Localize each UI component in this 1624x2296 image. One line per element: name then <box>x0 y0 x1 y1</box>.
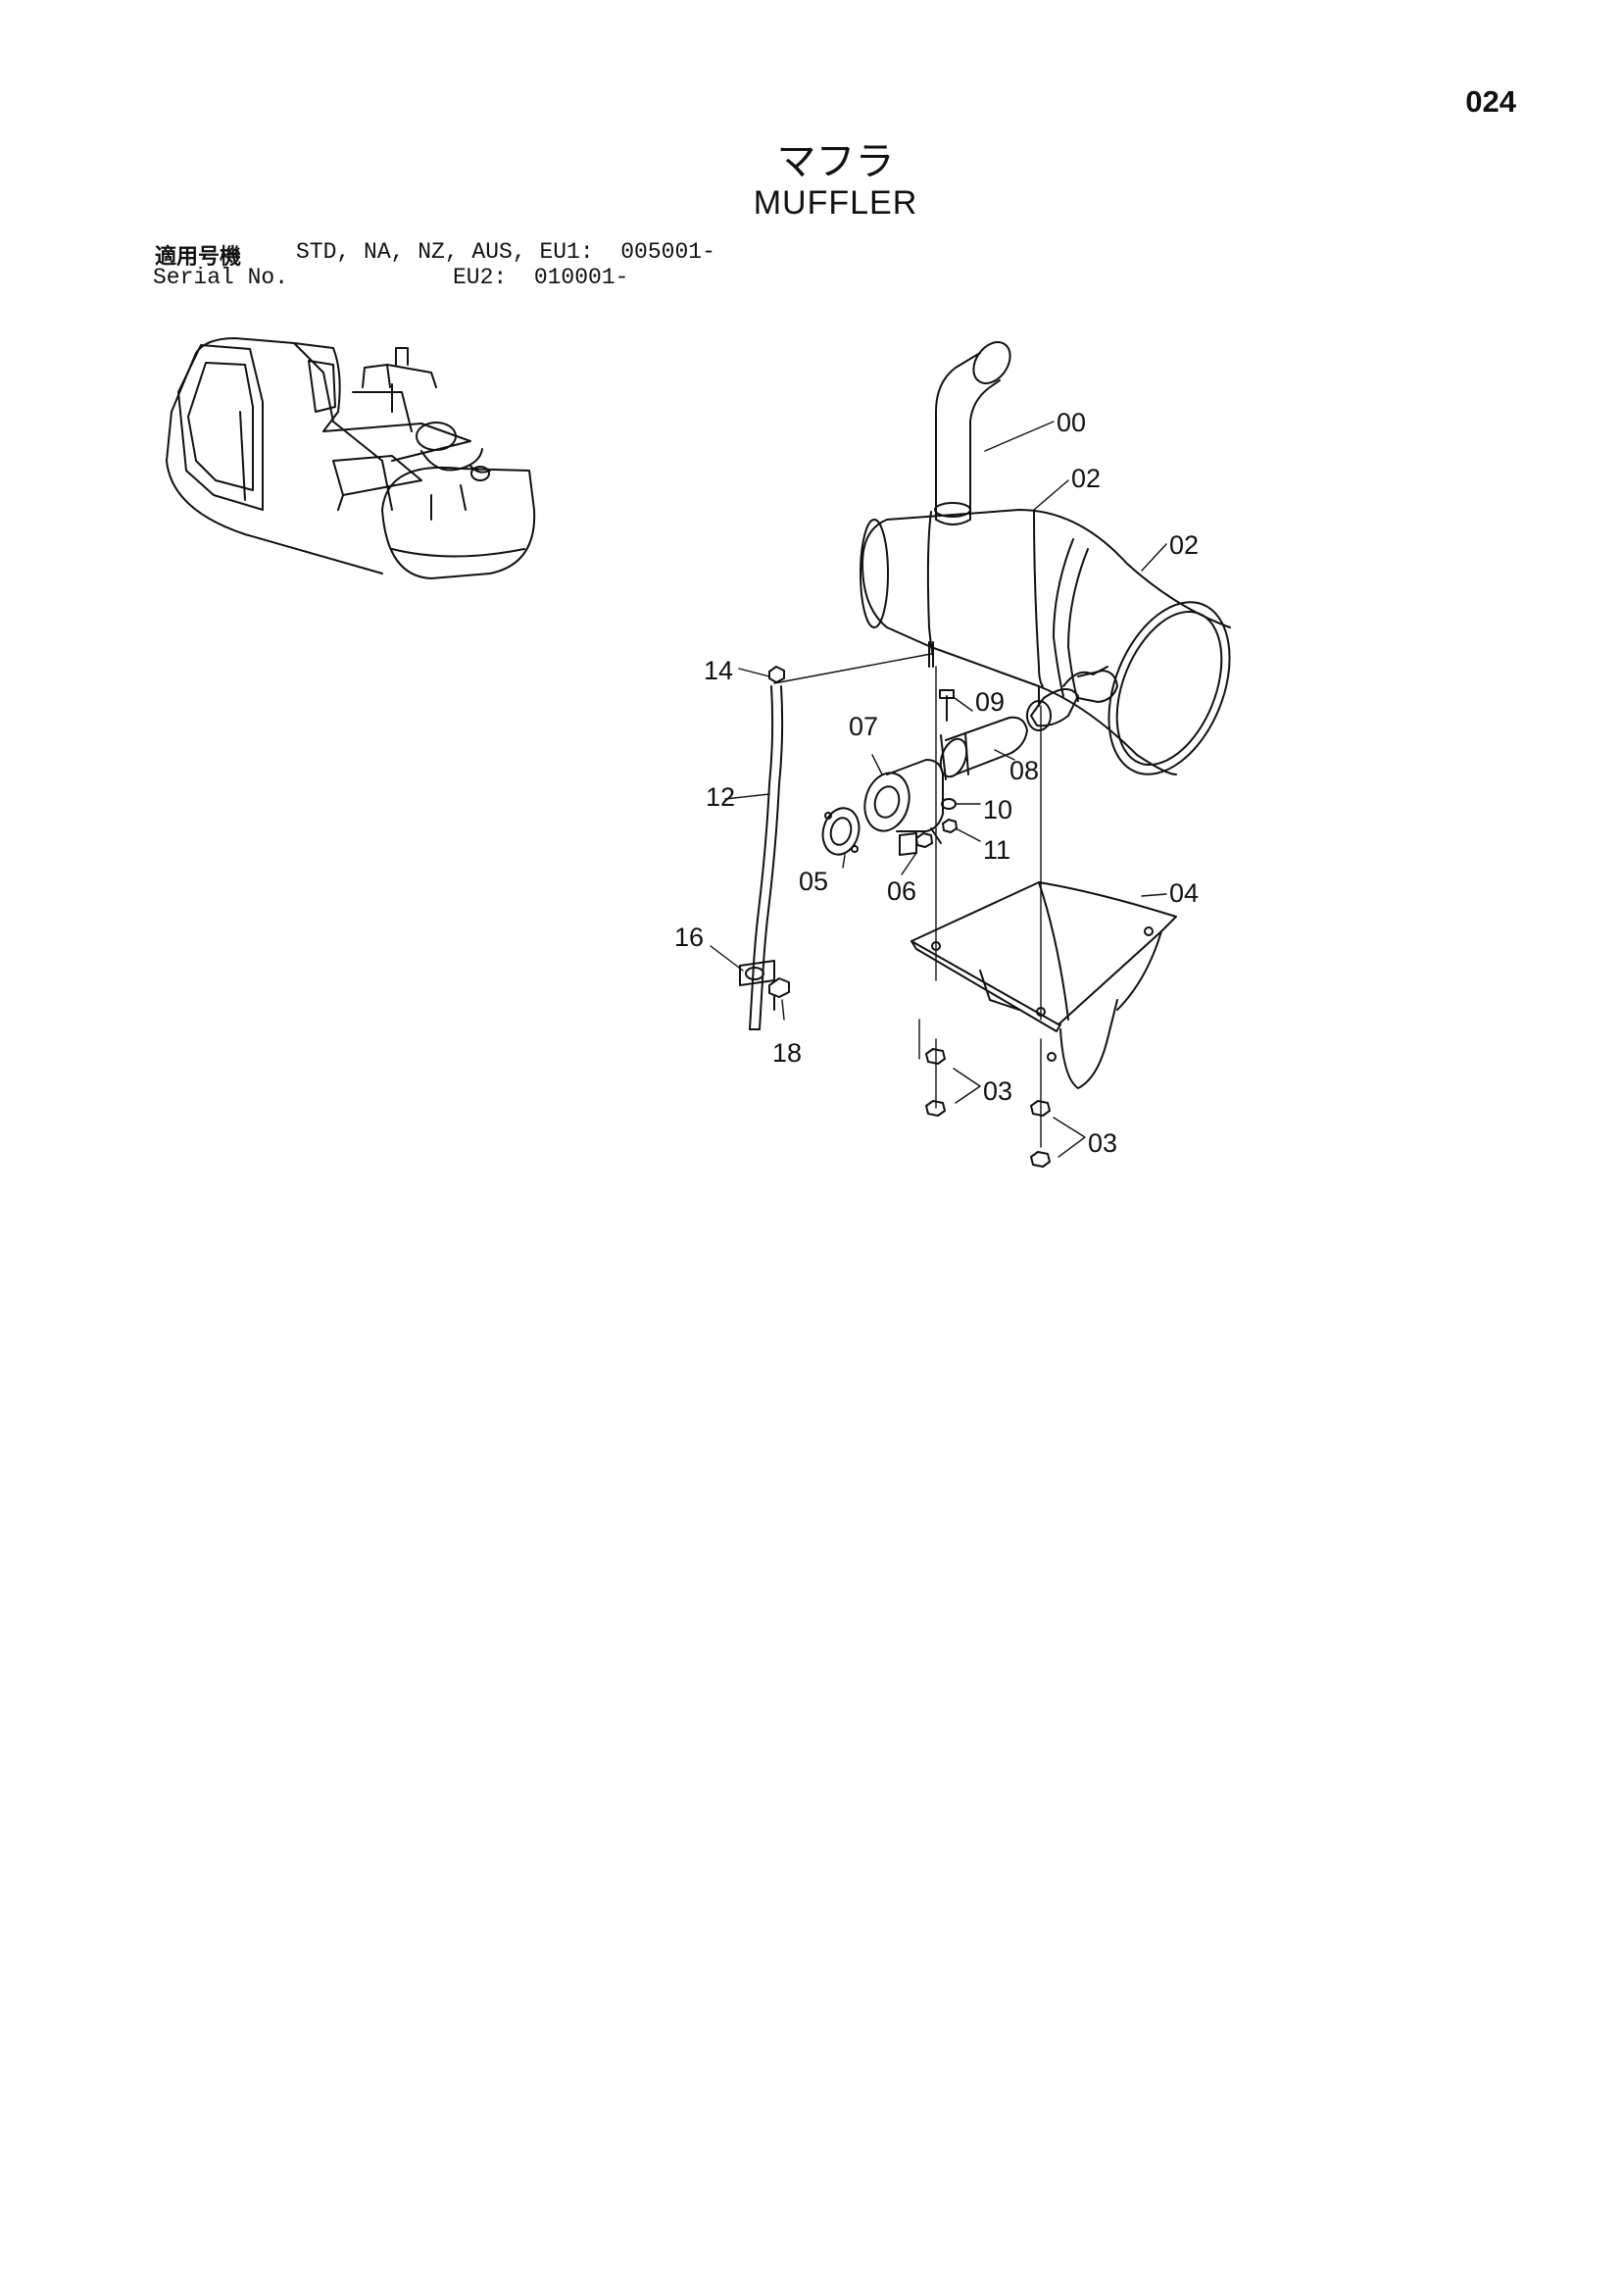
callout-04-bracket: 04 <box>1169 878 1199 908</box>
callout-02-clamp: 02 <box>1071 464 1101 493</box>
callout-12-hose: 12 <box>706 782 735 812</box>
callout-03-right-nuts: 03 <box>1088 1128 1117 1158</box>
callout-08-pipe: 08 <box>1009 756 1039 785</box>
callout-00: 00 <box>1057 408 1086 437</box>
callout-03-left-nuts: 03 <box>983 1076 1012 1106</box>
eu2-serial-range: EU2: 010001- <box>453 265 629 290</box>
callout-18-bolt: 18 <box>772 1038 802 1068</box>
applicability-label-japanese: 適用号機 <box>155 245 242 270</box>
muffler-exploded-view-icon <box>739 341 1231 1168</box>
page-title-japanese: マフラ <box>776 139 895 184</box>
callout-05-gasket: 05 <box>799 867 828 896</box>
page-title-english: MUFFLER <box>753 184 918 222</box>
applicable-models-serial: STD, NA, NZ, AUS, EU1: 005001- <box>296 239 715 265</box>
serial-number-label: Serial No. <box>153 265 289 290</box>
callout-07-flange-pipe: 07 <box>849 712 878 741</box>
callout-09-bolt: 09 <box>975 687 1005 717</box>
callout-16-clamp: 16 <box>674 923 704 952</box>
callout-02-clamp-front: 02 <box>1169 530 1199 560</box>
nut-icon <box>925 1048 1051 1168</box>
excavator-location-thumbnail-icon <box>166 337 536 579</box>
callout-10-washer: 10 <box>983 795 1012 824</box>
page-number: 024 <box>1465 84 1516 119</box>
callout-11-nut: 11 <box>983 835 1010 865</box>
callout-14-clip: 14 <box>704 656 733 685</box>
callout-06-nut: 06 <box>887 876 916 906</box>
